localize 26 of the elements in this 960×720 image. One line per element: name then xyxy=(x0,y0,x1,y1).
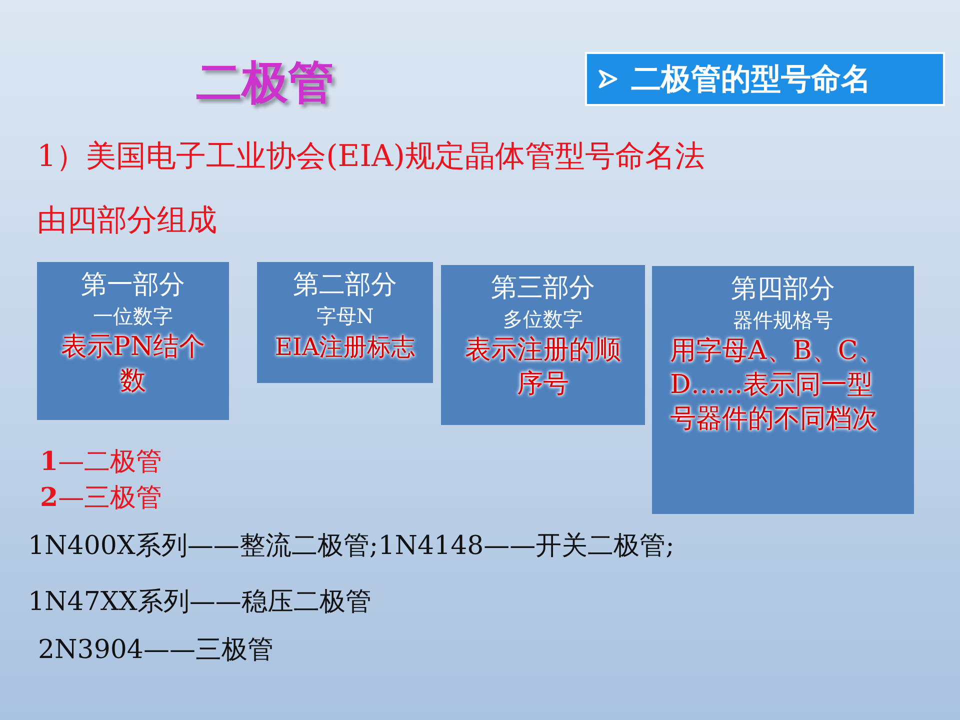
part-description: 用字母A、B、C、D……表示同一型号器件的不同档次 xyxy=(669,335,885,436)
subheading-text: 由四部分组成 xyxy=(37,202,217,240)
part-box xyxy=(37,262,229,420)
code-meaning-note: 1—二极管 xyxy=(40,446,162,479)
part-box xyxy=(441,265,645,425)
header-band xyxy=(585,52,945,106)
example-text: 1N400X系列——整流二极管;1N4148——开关二极管; xyxy=(28,530,674,563)
section-heading: 二极管的型号命名 xyxy=(631,60,871,98)
part-heading: 第二部分 xyxy=(292,269,398,302)
part-heading: 第三部分 xyxy=(490,272,596,305)
numbered-heading: 1）美国电子工业协会(EIA)规定晶体管型号命名法 xyxy=(37,138,705,176)
part-box xyxy=(652,266,914,514)
part-subheading: 器件规格号 xyxy=(732,307,834,334)
part-subheading: 字母N xyxy=(315,303,375,330)
part-description: 表示PN结个数 xyxy=(60,331,206,398)
example-text: 1N47XX系列——稳压二极管 xyxy=(28,586,372,619)
part-subheading: 多位数字 xyxy=(502,306,584,333)
part-heading: 第一部分 xyxy=(80,269,186,302)
slide-title: 二极管 xyxy=(195,54,335,111)
part-description: EIA注册标志 xyxy=(274,332,416,363)
part-subheading: 一位数字 xyxy=(92,303,174,330)
code-meaning-note: 2—三极管 xyxy=(40,482,162,515)
part-box xyxy=(257,262,433,383)
example-text: 2N3904——三极管 xyxy=(38,634,274,667)
part-description: 表示注册的顺序号 xyxy=(464,334,622,401)
part-heading: 第四部分 xyxy=(730,273,836,306)
